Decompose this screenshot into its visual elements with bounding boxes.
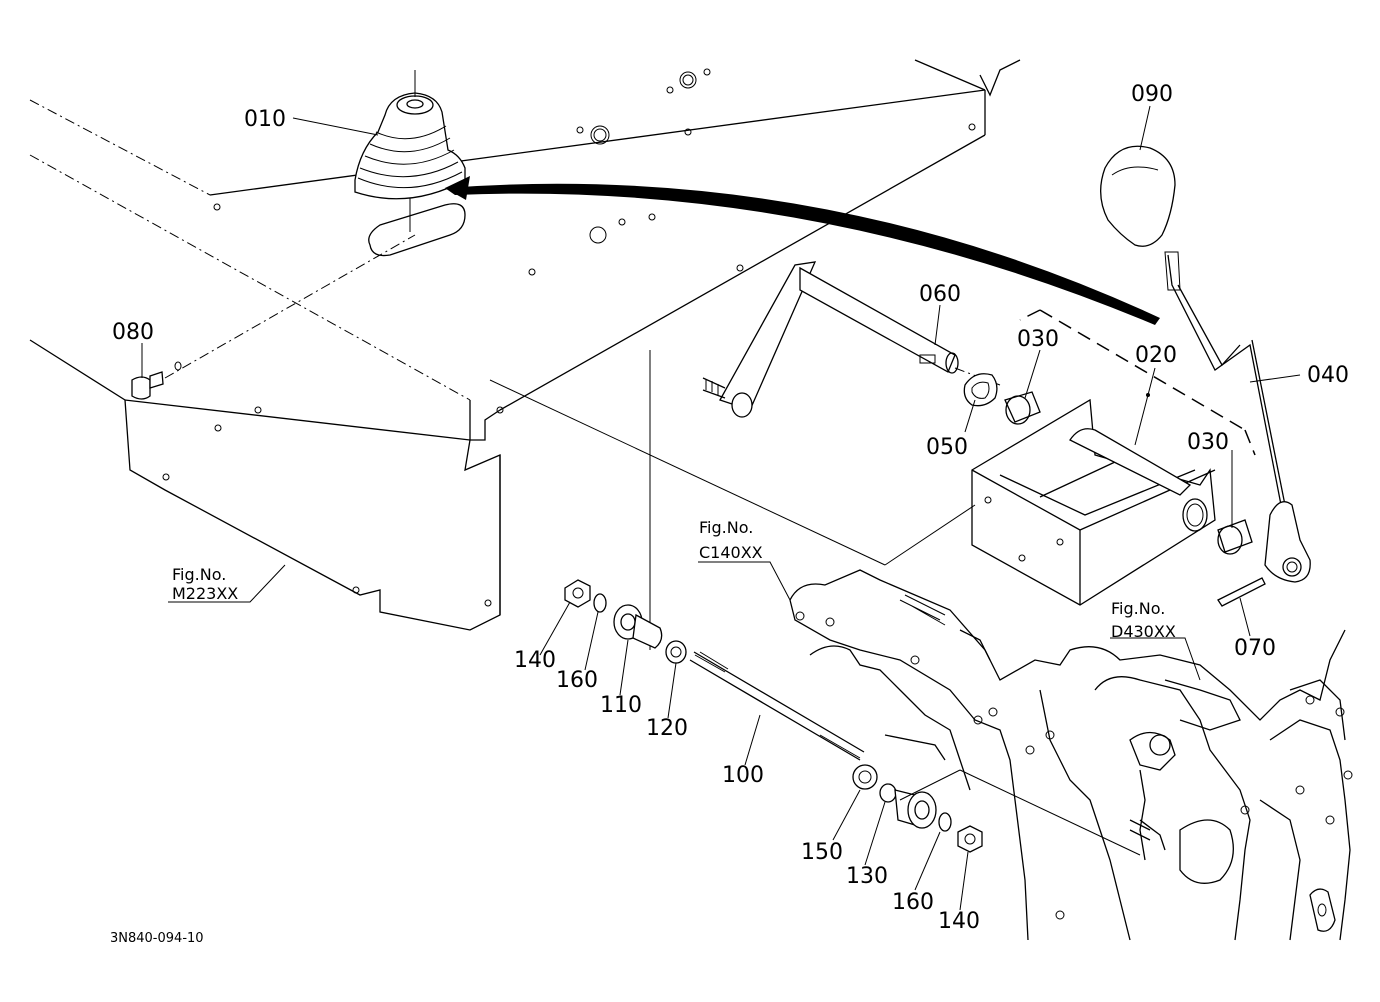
fig-m223-code: M223XX bbox=[172, 584, 238, 603]
label-020: 020 bbox=[1135, 343, 1177, 368]
label-080: 080 bbox=[112, 320, 154, 345]
label-110: 110 bbox=[600, 693, 642, 718]
label-160-right: 160 bbox=[892, 890, 934, 915]
bolt-080 bbox=[131, 234, 416, 400]
label-090: 090 bbox=[1131, 82, 1173, 107]
rod-assembly bbox=[564, 350, 1141, 856]
fig-references: Fig.No. M223XX Fig.No. C140XX Fig.No. D4… bbox=[172, 518, 1176, 641]
label-140-right: 140 bbox=[938, 909, 980, 934]
bushing-030-lower bbox=[1217, 519, 1253, 555]
floor-panel bbox=[29, 59, 1021, 631]
label-030-upper: 030 bbox=[1017, 327, 1059, 352]
label-100: 100 bbox=[722, 763, 764, 788]
bracket-020 bbox=[971, 309, 1256, 606]
fig-c140-prefix: Fig.No. bbox=[699, 518, 753, 537]
label-030-lower: 030 bbox=[1187, 430, 1229, 455]
assembly-arrow bbox=[445, 183, 1160, 325]
label-150: 150 bbox=[801, 840, 843, 865]
drawing-number: 3N840-094-10 bbox=[110, 931, 204, 946]
label-140-left: 140 bbox=[514, 648, 556, 673]
lever-boot-010 bbox=[354, 70, 466, 200]
fig-m223-prefix: Fig.No. bbox=[172, 565, 226, 584]
fig-d430-prefix: Fig.No. bbox=[1111, 599, 1165, 618]
label-130: 130 bbox=[846, 864, 888, 889]
fig-c140-code: C140XX bbox=[699, 543, 763, 562]
label-070: 070 bbox=[1234, 636, 1276, 661]
knob-090 bbox=[1100, 145, 1176, 247]
shift-lever-040 bbox=[1164, 251, 1311, 583]
label-040: 040 bbox=[1307, 363, 1349, 388]
fig-d430-code: D430XX bbox=[1111, 622, 1176, 641]
label-060: 060 bbox=[919, 282, 961, 307]
bushing-030-upper bbox=[1004, 391, 1041, 425]
lever-shaft-060 bbox=[702, 261, 1001, 418]
label-050: 050 bbox=[926, 435, 968, 460]
leader-lines bbox=[141, 105, 1301, 911]
label-010: 010 bbox=[244, 107, 286, 132]
part-labels: 010 090 060 030 020 040 050 030 070 080 … bbox=[112, 82, 1349, 934]
transmission-casing bbox=[489, 379, 1353, 941]
label-160-left: 160 bbox=[556, 668, 598, 693]
label-120: 120 bbox=[646, 716, 688, 741]
washer-050 bbox=[963, 373, 998, 407]
pin-070 bbox=[1217, 577, 1266, 607]
